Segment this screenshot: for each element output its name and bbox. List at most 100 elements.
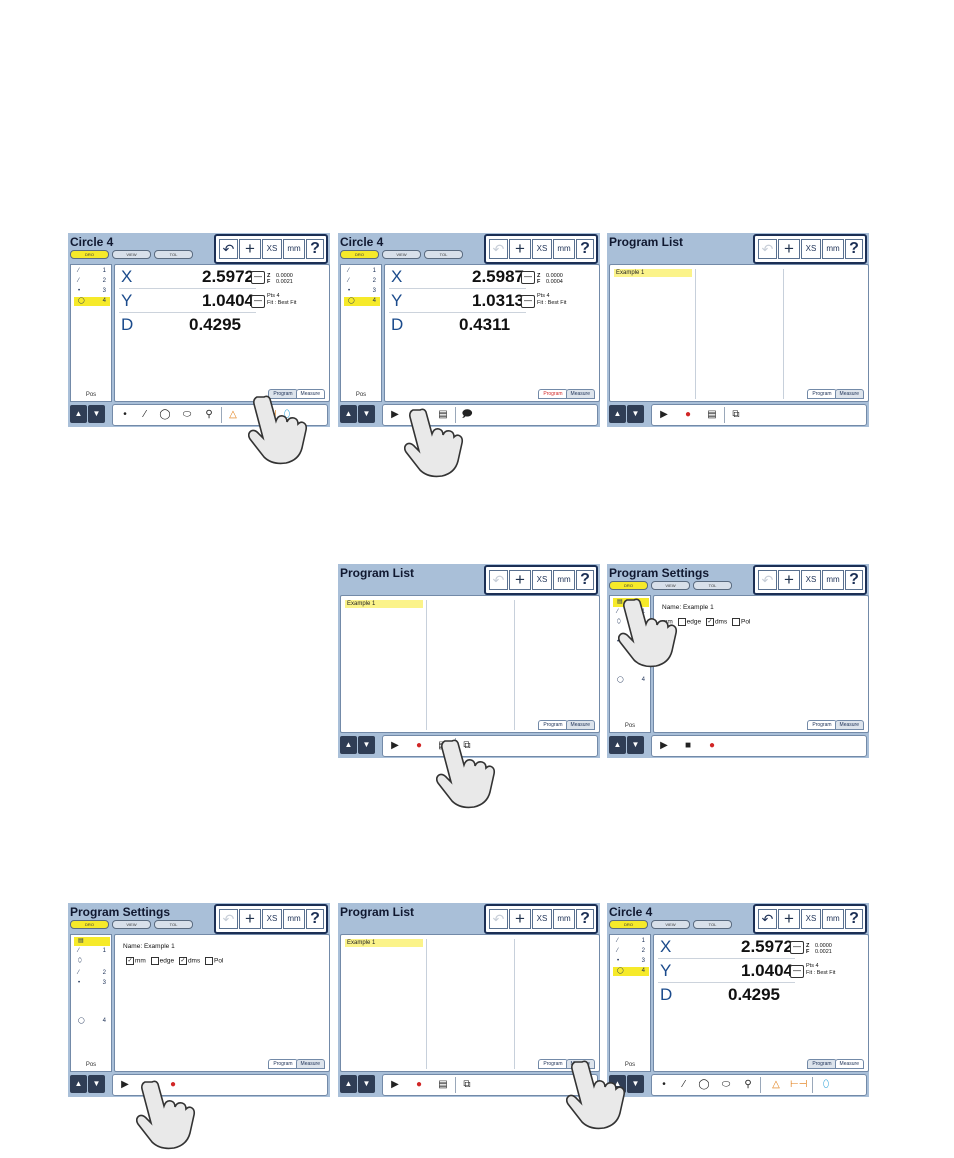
play-icon[interactable]: ▶ xyxy=(660,409,668,420)
help-icon[interactable]: ? xyxy=(306,239,324,259)
name-value[interactable]: Example 1 xyxy=(143,943,175,950)
probe-icon[interactable]: ⚲ xyxy=(205,409,213,420)
scroll-up-icon[interactable]: ▲ xyxy=(340,405,357,423)
feature-circle-4[interactable]: ◯4 xyxy=(74,1017,110,1026)
tol-button[interactable]: TOL xyxy=(693,920,732,929)
help-icon[interactable]: ? xyxy=(576,570,594,590)
tab-program[interactable]: Program xyxy=(807,389,837,399)
record-icon[interactable]: ● xyxy=(415,1079,423,1090)
crosshair-icon[interactable]: + xyxy=(778,909,800,929)
feature-line-2[interactable]: ⁄2 xyxy=(613,947,649,956)
tab-program[interactable]: Program xyxy=(538,1059,568,1069)
xs-button[interactable]: XS xyxy=(532,239,552,259)
tab-program[interactable]: Program xyxy=(807,720,837,730)
mm-button[interactable]: mm xyxy=(283,909,305,929)
slot-icon[interactable]: ⬭ xyxy=(182,409,192,420)
dro-button[interactable]: DRO xyxy=(340,250,379,259)
pol-checkbox[interactable] xyxy=(732,618,741,626)
xs-button[interactable]: XS xyxy=(532,909,552,929)
feature-line-1[interactable]: ⁄1 xyxy=(74,947,110,956)
edge-checkbox[interactable] xyxy=(150,957,159,965)
undo-icon[interactable]: ↶ xyxy=(219,239,238,259)
feature-skew[interactable]: ⬯ xyxy=(74,957,110,966)
dro-button[interactable]: DRO xyxy=(609,581,648,590)
tab-measure[interactable]: Measure xyxy=(834,389,864,399)
dro-button[interactable]: DRO xyxy=(70,250,109,259)
scroll-up-icon[interactable]: ▲ xyxy=(609,405,626,423)
record-icon[interactable]: ● xyxy=(169,1079,177,1090)
pos-label[interactable]: Pos xyxy=(85,392,97,398)
scroll-down-icon[interactable]: ▼ xyxy=(627,736,644,754)
help-icon[interactable]: ? xyxy=(576,239,594,259)
help-icon[interactable]: ? xyxy=(306,909,324,929)
crosshair-icon[interactable]: + xyxy=(509,239,531,259)
point-icon[interactable]: • xyxy=(123,409,127,420)
dms-checkbox[interactable]: ✓ xyxy=(705,618,714,626)
crosshair-icon[interactable]: + xyxy=(778,239,800,259)
point-icon[interactable]: • xyxy=(662,1079,666,1090)
name-value[interactable]: Example 1 xyxy=(682,604,714,611)
mm-button[interactable]: mm xyxy=(822,909,844,929)
dro-button[interactable]: DRO xyxy=(609,920,648,929)
tol-button[interactable]: TOL xyxy=(693,581,732,590)
mm-button[interactable]: mm xyxy=(553,570,575,590)
tab-measure[interactable]: Measure xyxy=(565,389,595,399)
triangle-icon[interactable]: △ xyxy=(229,409,237,420)
view-button[interactable]: VIEW xyxy=(382,250,421,259)
undo-icon[interactable]: ↶ xyxy=(758,909,777,929)
program-list-item[interactable]: Example 1 xyxy=(614,269,692,277)
edge-checkbox[interactable] xyxy=(677,618,686,626)
tab-program[interactable]: Program xyxy=(268,1059,298,1069)
play-icon[interactable]: ▶ xyxy=(660,740,668,751)
feature-point-3[interactable]: •3 xyxy=(344,287,380,296)
xs-button[interactable]: XS xyxy=(801,239,821,259)
tab-measure[interactable]: Measure xyxy=(834,720,864,730)
feature-point-3[interactable]: •3 xyxy=(74,287,110,296)
copy-icon[interactable]: ⧉ xyxy=(463,740,471,751)
scroll-up-icon[interactable]: ▲ xyxy=(70,405,87,423)
crosshair-icon[interactable]: + xyxy=(778,570,800,590)
copy-icon[interactable]: ⧉ xyxy=(732,409,740,420)
record-icon[interactable]: ● xyxy=(684,409,692,420)
feature-point-3[interactable]: •3 xyxy=(613,957,649,966)
edit-icon[interactable]: ▤ xyxy=(438,409,448,420)
scroll-up-icon[interactable]: ▲ xyxy=(340,736,357,754)
view-button[interactable]: VIEW xyxy=(651,581,690,590)
feature-skew[interactable]: ⬯ xyxy=(613,618,649,627)
view-button[interactable]: VIEW xyxy=(651,920,690,929)
slot-icon[interactable]: ⬭ xyxy=(721,1079,731,1090)
scroll-down-icon[interactable]: ▼ xyxy=(358,1075,375,1093)
x-zero-button[interactable]: — xyxy=(521,271,535,284)
undo-icon[interactable]: ↶ xyxy=(219,909,238,929)
record-icon[interactable]: ● xyxy=(415,740,423,751)
x-zero-button[interactable]: — xyxy=(790,941,804,954)
program-list-item[interactable]: Example 1 xyxy=(345,939,423,947)
tab-measure[interactable]: Measure xyxy=(295,389,325,399)
scroll-down-icon[interactable]: ▼ xyxy=(88,1075,105,1093)
help-icon[interactable]: ? xyxy=(845,570,863,590)
tol-button[interactable]: TOL xyxy=(154,920,193,929)
tab-measure[interactable]: Measure xyxy=(565,720,595,730)
crosshair-icon[interactable]: + xyxy=(509,570,531,590)
probe-icon[interactable]: ⚲ xyxy=(744,1079,752,1090)
skew-icon[interactable]: ⬯ xyxy=(822,1079,830,1090)
view-button[interactable]: VIEW xyxy=(112,250,151,259)
line-icon[interactable]: ⁄ xyxy=(144,409,146,420)
scroll-up-icon[interactable]: ▲ xyxy=(609,736,626,754)
scroll-down-icon[interactable]: ▼ xyxy=(358,736,375,754)
scroll-down-icon[interactable]: ▼ xyxy=(358,405,375,423)
feature-line-1[interactable]: ⁄1 xyxy=(613,937,649,946)
edit-icon[interactable]: ▤ xyxy=(438,1079,448,1090)
line-icon[interactable]: ⁄ xyxy=(683,1079,685,1090)
scroll-down-icon[interactable]: ▼ xyxy=(627,1075,644,1093)
help-icon[interactable]: ? xyxy=(576,909,594,929)
play-icon[interactable]: ▶ xyxy=(391,740,399,751)
pos-label[interactable]: Pos xyxy=(624,723,636,729)
feature-line-1[interactable]: ⁄1 xyxy=(344,267,380,276)
y-zero-button[interactable]: — xyxy=(790,965,804,978)
triangle-icon[interactable]: △ xyxy=(772,1079,780,1090)
help-icon[interactable]: ? xyxy=(845,239,863,259)
feature-circle-4[interactable]: ◯4 xyxy=(74,297,110,306)
crosshair-icon[interactable]: + xyxy=(239,909,261,929)
undo-icon[interactable]: ↶ xyxy=(489,239,508,259)
